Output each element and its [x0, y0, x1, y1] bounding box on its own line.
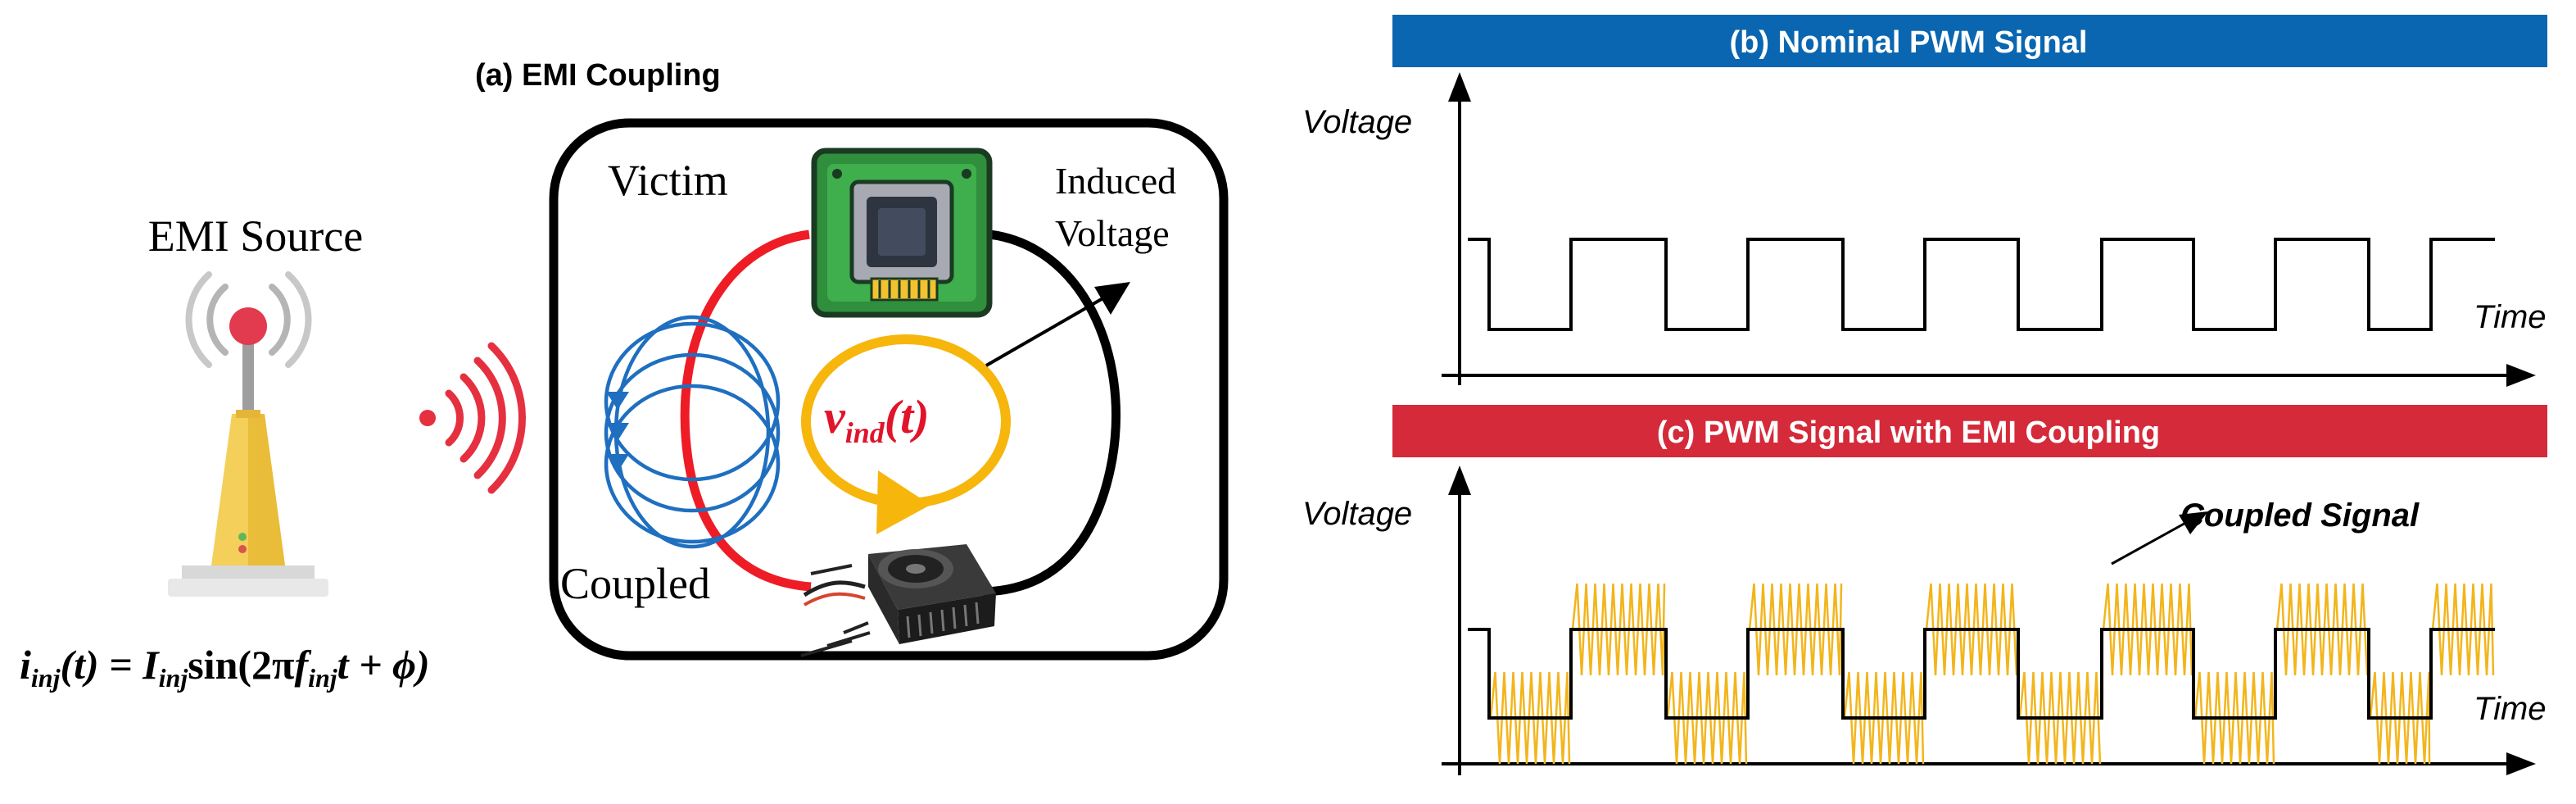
panel-b-y-label: Voltage: [1302, 104, 1412, 140]
eq-lhs-arg: (t) =: [60, 642, 143, 688]
eq-arg-post: t + ϕ): [337, 642, 430, 688]
eq-lhs-sub: inj: [31, 663, 61, 693]
panel-c-pwm-waveform: [1468, 628, 2495, 720]
motor-controller-icon: [800, 544, 996, 657]
eq-amp-sub: inj: [159, 663, 188, 693]
coupled-label: Coupled: [560, 559, 710, 608]
panel-c: (c) PWM Signal with EMI Coupling Voltage…: [1302, 405, 2547, 775]
vind-label: vind(t): [824, 390, 930, 449]
panel-c-banner: [1392, 405, 2547, 457]
induced-voltage-label-2: Voltage: [1055, 212, 1170, 254]
panel-c-title: (c) PWM Signal with EMI Coupling: [1657, 416, 2160, 450]
panel-b-x-arrow: [2506, 364, 2536, 387]
panel-b: (b) Nominal PWM Signal Voltage Time: [1302, 15, 2547, 387]
panel-c-emi-noise: [1489, 583, 2495, 765]
vind-sub: ind: [845, 416, 885, 449]
panel-c-y-label: Voltage: [1302, 496, 1412, 532]
victim-label: Victim: [608, 156, 728, 205]
eq-freq-var: f: [294, 642, 311, 688]
panel-b-title: (b) Nominal PWM Signal: [1730, 25, 2088, 60]
antenna-tower-icon: [168, 271, 328, 597]
induced-voltage-arrow-head: [876, 470, 930, 534]
panel-b-x-label: Time: [2474, 299, 2547, 335]
coupled-signal-pointer: [2111, 520, 2189, 566]
emi-wave-icon: [419, 342, 526, 494]
eq-freq-sub: inj: [308, 663, 337, 693]
victim-loop-red: [680, 229, 812, 592]
eq-amp-var: I: [142, 642, 160, 688]
coupled-signal-annotation: Coupled Signal: [2180, 497, 2420, 534]
panel-a-title: (a) EMI Coupling: [475, 58, 721, 93]
eq-lhs-var: i: [20, 642, 31, 688]
emi-source-label: EMI Source: [148, 211, 363, 261]
injection-current-equation: iinj(t) = Iinjsin(2πfinjt + ϕ): [20, 642, 430, 693]
panel-a: (a) EMI Coupling EMI Source: [20, 58, 1229, 693]
induced-voltage-pointer-head: [1094, 282, 1130, 315]
field-direction-arrows: [606, 392, 629, 472]
magnetic-field-lines: [604, 315, 781, 549]
victim-loop-black: [982, 229, 1120, 597]
panel-b-y-arrow: [1448, 72, 1471, 102]
eq-func: sin: [188, 642, 238, 688]
induced-voltage-label-1: Induced: [1055, 160, 1176, 202]
coupling-enclosure: [549, 118, 1229, 661]
panel-b-banner: [1392, 15, 2547, 67]
panel-c-x-arrow: [2506, 752, 2536, 775]
vind-arg: (t): [885, 390, 930, 443]
panel-c-y-arrow: [1448, 466, 1471, 495]
vind-var: v: [824, 390, 846, 443]
pcb-chip-icon: [811, 148, 993, 318]
induced-voltage-pointer: [985, 295, 1107, 367]
panel-c-x-label: Time: [2474, 691, 2547, 727]
eq-arg-pre: (2π: [238, 642, 294, 688]
panel-b-pwm-waveform: [1468, 238, 2495, 331]
coupled-signal-pointer-head: [2179, 511, 2208, 534]
